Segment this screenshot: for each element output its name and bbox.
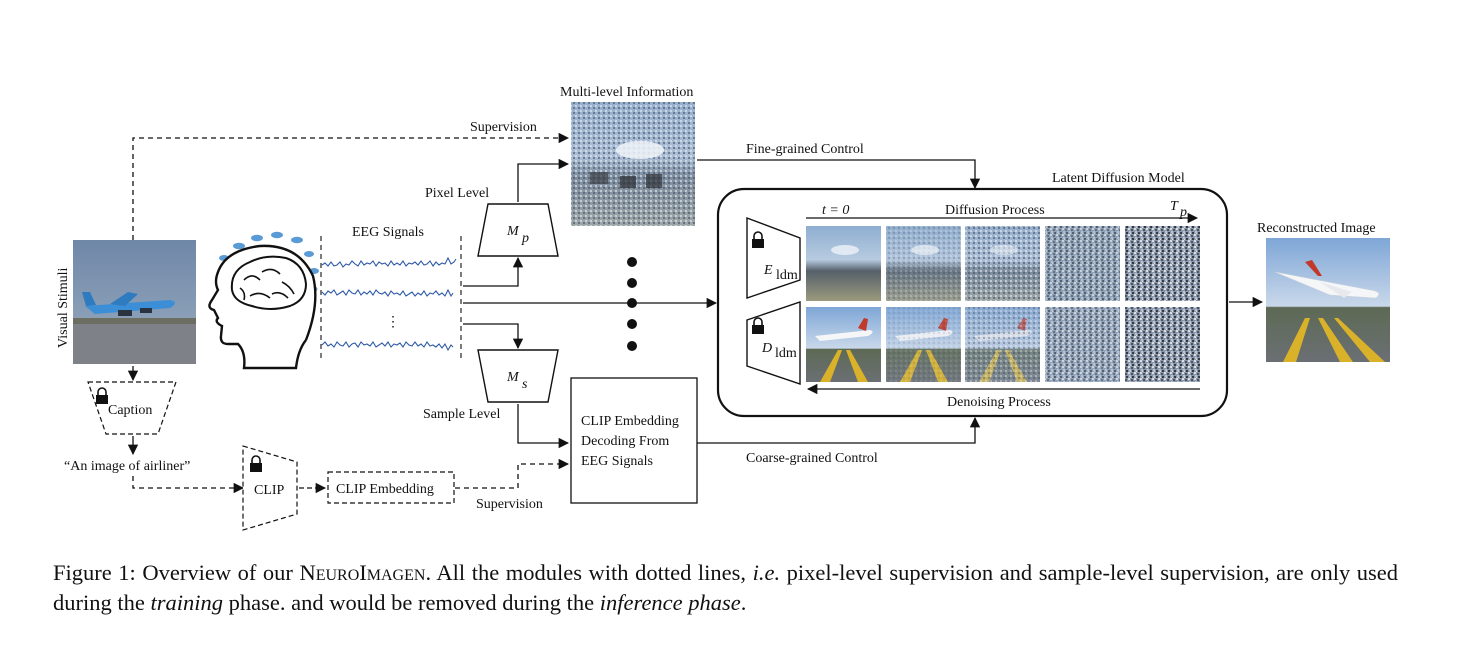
lock-icon	[250, 455, 262, 472]
diffusion-step-2	[886, 226, 961, 301]
pixel-level-label: Pixel Level	[425, 186, 489, 201]
pixel-level-decoder-mp: M p	[477, 203, 559, 257]
encoder-e-ldm: E ldm	[746, 216, 801, 299]
diffusion-process-label: Diffusion Process	[945, 203, 1045, 218]
caption-part1: . All the modules with dotted lines,	[425, 560, 753, 585]
caption-part3: phase. and would be removed during the	[223, 590, 600, 615]
lock-icon	[96, 387, 108, 404]
caption-model-name: NeuroImagen	[299, 560, 426, 585]
ms-label: M	[506, 370, 520, 385]
e-ldm-subscript: ldm	[776, 268, 798, 283]
mp-subscript: p	[521, 231, 529, 246]
d-ldm-label: D	[761, 341, 772, 356]
visual-stimulus-image	[73, 240, 196, 364]
d-ldm-subscript: ldm	[775, 346, 797, 361]
denoising-step-2	[886, 307, 961, 382]
brain-head-icon	[208, 231, 319, 370]
supervision-bottom-label: Supervision	[476, 497, 543, 512]
caption-inference: inference phase	[599, 590, 741, 615]
ms-subscript: s	[522, 377, 528, 392]
vertical-dots	[627, 257, 637, 351]
t-p-subscript: p	[1179, 205, 1187, 220]
eeg-waveforms	[321, 256, 457, 352]
denoising-step-3	[965, 307, 1040, 382]
caption-model: Caption	[87, 381, 177, 435]
t-zero-label: t = 0	[822, 203, 849, 218]
diffusion-step-3	[965, 226, 1040, 301]
caption-prefix: Figure 1: Overview of our	[53, 560, 300, 585]
caption-label: Caption	[108, 403, 152, 418]
fine-control-label: Fine-grained Control	[746, 142, 864, 157]
clip-encoder: CLIP	[242, 445, 298, 531]
caption-part2: pixel-level supervision and sample-level…	[53, 560, 1398, 615]
diffusion-step-5	[1125, 226, 1200, 301]
neuroimagen-diagram: Supervision Visual Stimuli Caption “An i…	[56, 85, 1390, 531]
e-ldm-label: E	[763, 263, 773, 278]
visual-stimuli-label: Visual Stimuli	[56, 267, 71, 348]
clip-decoding-box: CLIP Embedding Decoding From EEG Signals	[570, 377, 698, 504]
denoising-process-label: Denoising Process	[947, 395, 1051, 410]
diffusion-step-1	[806, 226, 881, 301]
denoising-step-4	[1045, 307, 1120, 382]
clip-label: CLIP	[254, 483, 285, 498]
eeg-vertical-ellipsis: ⋮	[386, 315, 400, 330]
multilevel-info-label: Multi-level Information	[560, 85, 693, 100]
denoising-step-5	[1125, 307, 1200, 382]
mp-label: M	[506, 224, 520, 239]
caption-ie: i.e.	[752, 560, 781, 585]
denoising-step-1	[806, 307, 881, 382]
caption-part4: .	[740, 590, 747, 615]
caption-text: “An image of airliner”	[64, 459, 190, 474]
denoising-row-images	[806, 307, 1200, 382]
diffusion-step-4	[1045, 226, 1120, 301]
clip-decoding-line3: EEG Signals	[581, 454, 653, 469]
clip-embedding-box: CLIP Embedding	[327, 471, 455, 504]
latent-diffusion-label: Latent Diffusion Model	[1052, 171, 1185, 186]
supervision-top-label: Supervision	[470, 120, 537, 135]
sample-level-label: Sample Level	[423, 407, 500, 422]
coarse-control-label: Coarse-grained Control	[746, 451, 878, 466]
figure-caption: Figure 1: Overview of our NeuroImagen. A…	[53, 558, 1398, 618]
lock-icon	[752, 317, 764, 334]
lock-icon	[752, 231, 764, 248]
clip-decoding-line1: CLIP Embedding	[581, 414, 679, 429]
reconstructed-image	[1266, 238, 1390, 362]
t-p-label: T	[1170, 199, 1179, 214]
decoder-d-ldm: D ldm	[746, 301, 801, 385]
clip-decoding-line2: Decoding From	[581, 434, 669, 449]
caption-training: training	[150, 590, 223, 615]
eeg-signals-label: EEG Signals	[352, 225, 424, 240]
diffusion-row-images	[806, 226, 1200, 301]
pixel-level-reconstruction-image	[571, 102, 695, 226]
clip-embedding-label: CLIP Embedding	[336, 482, 434, 497]
pixel-supervision-path	[132, 132, 570, 240]
reconstructed-image-label: Reconstructed Image	[1257, 221, 1376, 236]
sample-level-decoder-ms: M s	[477, 349, 559, 403]
